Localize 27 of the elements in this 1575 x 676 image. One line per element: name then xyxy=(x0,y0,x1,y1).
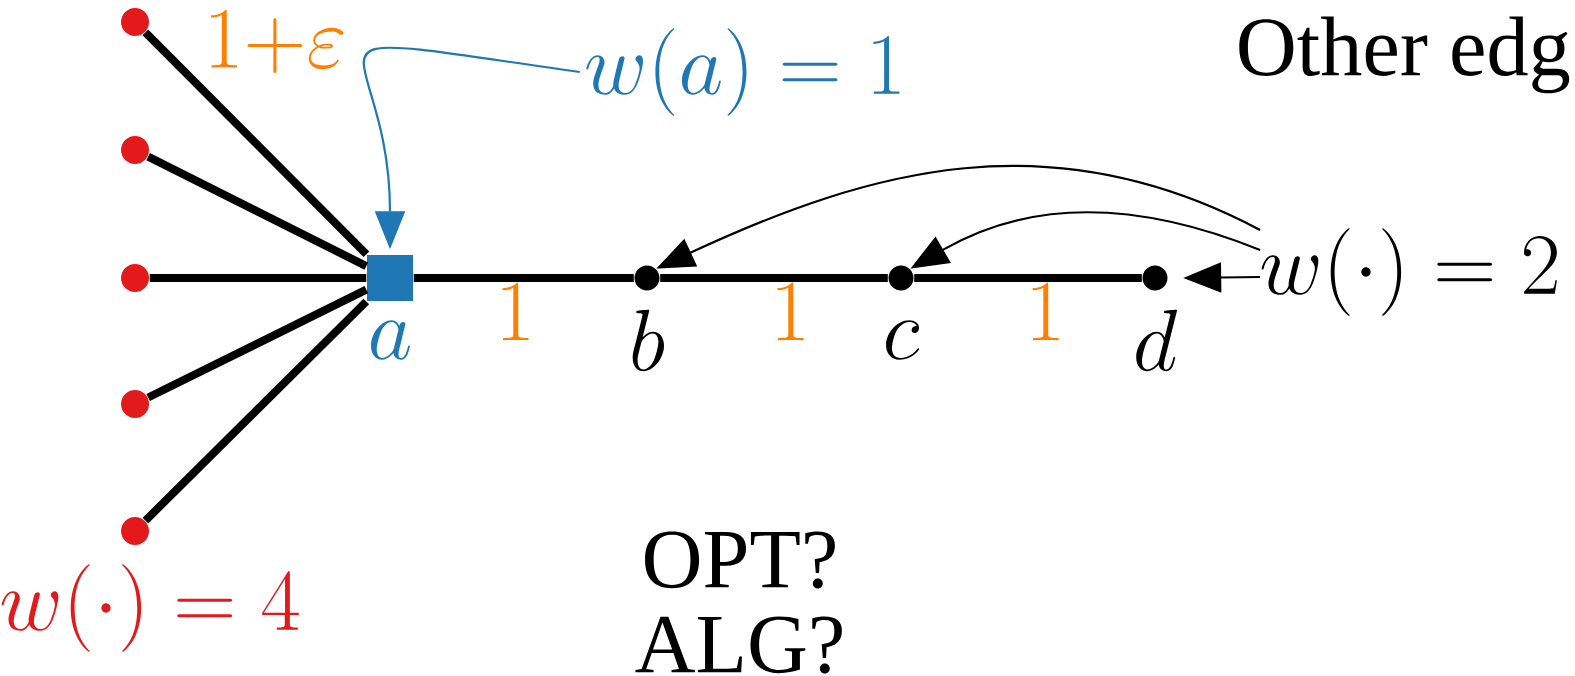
edge-label: $1$ xyxy=(777,282,804,341)
weight-label: $w(\cdot) = 4$ xyxy=(1,564,299,652)
vertex-dot xyxy=(634,265,660,291)
edge-label: $1$ xyxy=(502,282,529,341)
vertex-dot xyxy=(121,136,149,164)
vertex-dot xyxy=(121,517,149,545)
vertex-label: $c$ xyxy=(886,320,920,360)
vertex-label: $a$ xyxy=(371,320,410,360)
vertex-dot xyxy=(121,264,149,292)
question-text: ALG? xyxy=(635,616,842,674)
vertex-dot xyxy=(121,390,149,418)
graph-edge xyxy=(142,298,370,524)
graph-edge xyxy=(142,29,370,258)
edge-label: $1$ xyxy=(1032,282,1059,341)
graph-edge xyxy=(146,153,369,270)
vertex-square xyxy=(367,255,413,301)
vertex-dot xyxy=(121,8,149,36)
vertex-label: $d$ xyxy=(1136,309,1177,372)
vertex-dot xyxy=(1142,265,1168,291)
question-text: OPT? xyxy=(645,531,835,589)
weight-label: $w(a) = 1$ xyxy=(586,28,900,116)
vertex-label: $b$ xyxy=(632,309,664,372)
heading-text: Other edg xyxy=(1239,16,1570,94)
weight-label: $w(\cdot) = 2$ xyxy=(1261,228,1557,316)
graph-edge xyxy=(146,286,369,402)
vertex-dot xyxy=(888,265,914,291)
edge-label: $1{+}\varepsilon$ xyxy=(211,9,344,73)
